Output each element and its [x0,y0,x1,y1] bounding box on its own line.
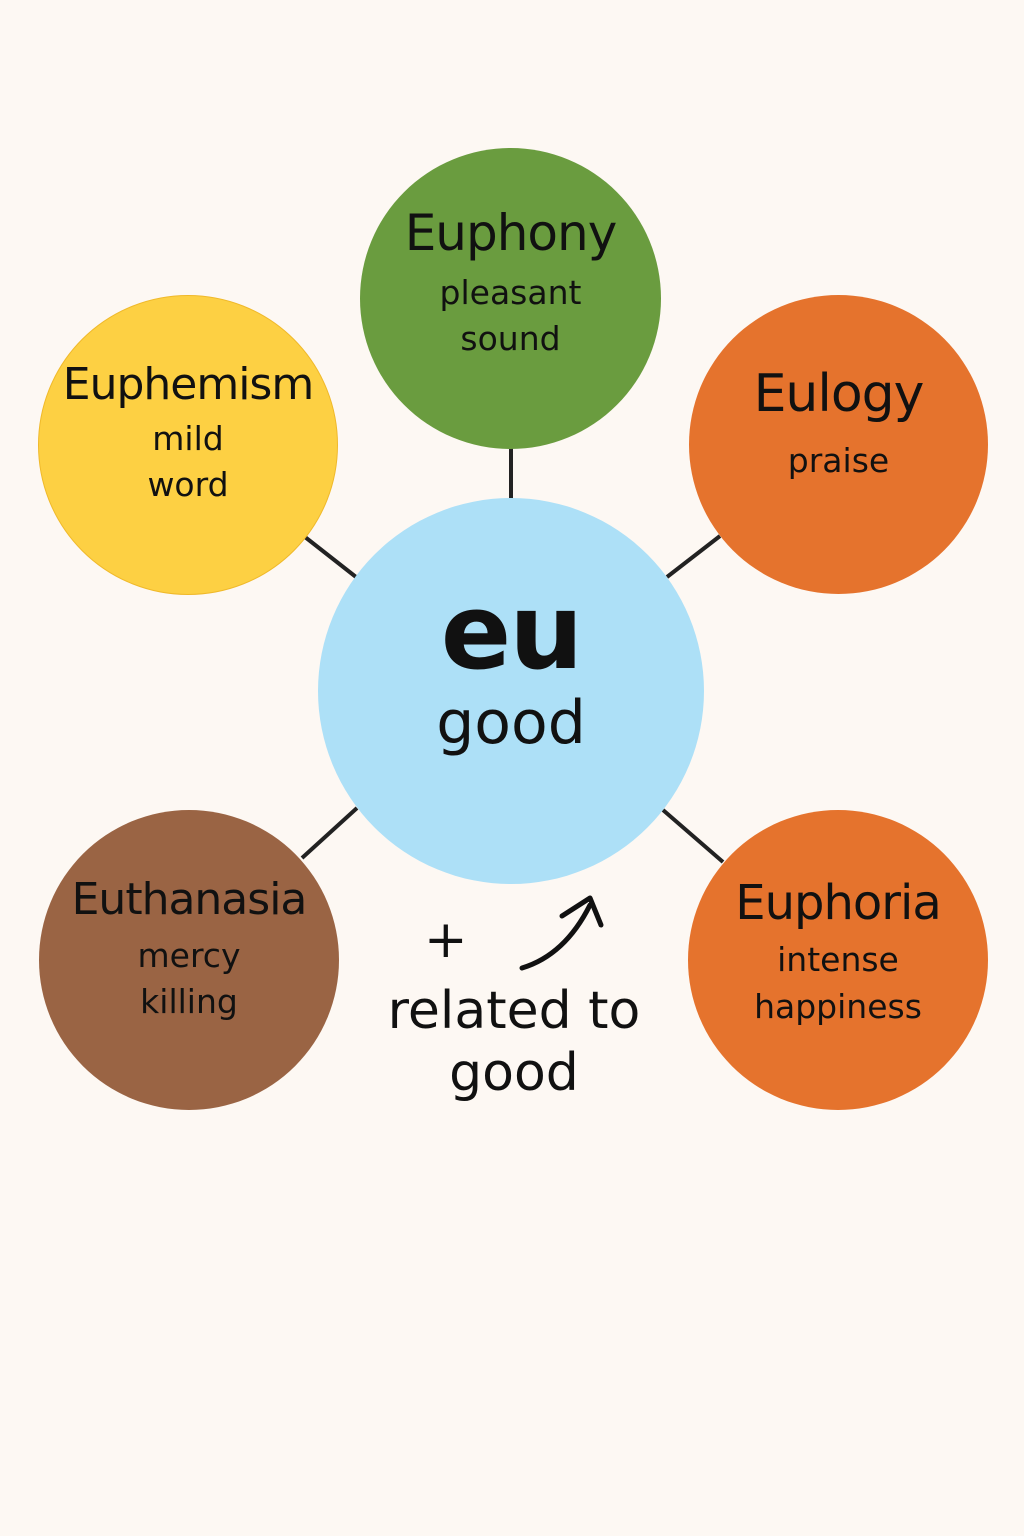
node-word: Euphemism [62,358,314,410]
root-word: eu [440,571,584,693]
node-euthanasia: Euthanasia mercy killing [39,810,339,1110]
note-line2: good [449,1043,579,1104]
connector-euphoria [661,808,725,864]
node-euphemism: Euphemism mild word [38,295,338,595]
connector-euthanasia [300,806,359,860]
node-meaning-line1: praise [787,441,890,481]
plus-sign: + [424,910,468,970]
root-meaning: good [436,688,586,758]
note-related-to-good: related to good [372,980,656,1105]
node-euphoria: Euphoria intense happiness [688,810,988,1110]
node-meaning-line2: happiness [754,986,922,1026]
node-word: Euphony [404,203,618,262]
node-eulogy: Eulogy praise [689,295,988,594]
node-meaning-line1: mercy [137,936,241,976]
connector-euphemism [303,535,358,579]
node-meaning-line1: mild [152,419,224,459]
node-word: Eulogy [753,363,925,424]
node-meaning-line1: intense [777,940,899,980]
curved-arrow-icon [519,902,593,971]
node-meaning-line2: sound [460,319,561,359]
node-meaning-line2: word [147,465,229,505]
node-meaning-line1: pleasant [439,273,582,313]
node-word: Euphoria [735,875,941,932]
node-meaning-line2: killing [140,982,238,1022]
center-node-eu: eu good [318,498,704,884]
arrowhead-icon [559,895,604,928]
note-line1: related to [387,981,641,1041]
node-word: Euthanasia [71,873,308,925]
node-euphony: Euphony pleasant sound [360,148,661,449]
connector-eulogy [665,534,722,579]
